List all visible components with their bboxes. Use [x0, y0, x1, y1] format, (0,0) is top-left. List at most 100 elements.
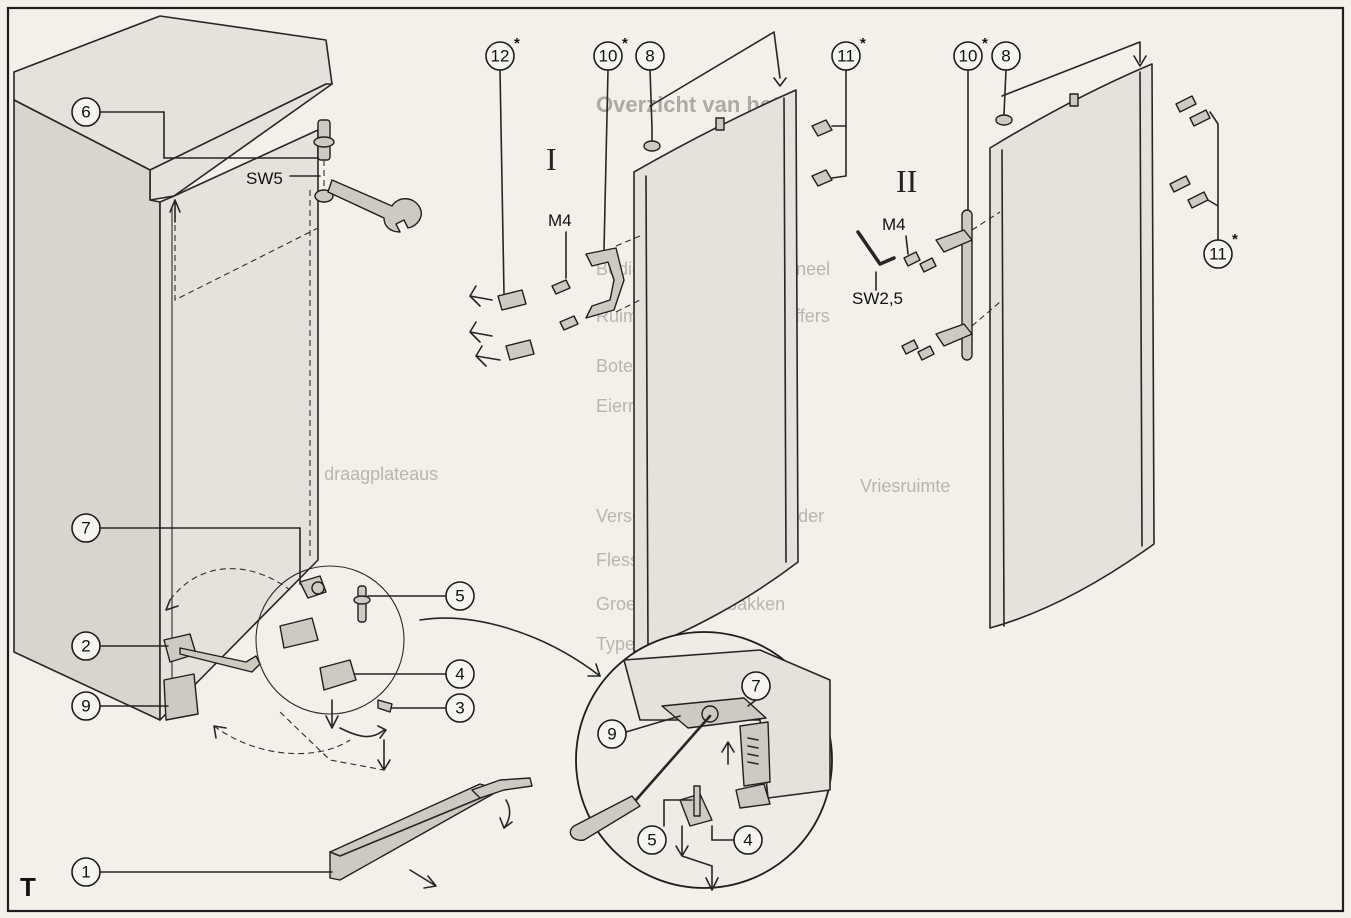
callout-5-number: 5 — [455, 587, 464, 606]
screw-3 — [377, 699, 393, 713]
detail-callout-7-number: 7 — [751, 677, 760, 696]
fastener-lower — [811, 169, 833, 187]
arrow-left-lower — [475, 345, 501, 367]
cabinet-front-face — [159, 129, 319, 721]
door-variant-ii: II M4 SW2,5 — [852, 41, 1155, 629]
cabinet-side-panel — [13, 99, 161, 721]
optional-mark-12: * — [514, 35, 520, 52]
detail-callout-7 — [741, 671, 771, 701]
callout-7 — [71, 513, 101, 543]
detail-callout-5-number: 5 — [647, 831, 656, 850]
kick-plate-cover — [329, 783, 501, 881]
handle-mount-lower — [935, 323, 973, 347]
screw-m4-r4 — [917, 345, 935, 361]
callout-12-number: 12 — [491, 47, 510, 66]
door-cap-8 — [643, 140, 661, 152]
callout-11-left — [831, 41, 861, 71]
callout-11-right-number: 11 — [1209, 245, 1227, 264]
optional-mark-10-left: * — [622, 35, 628, 52]
ghost-line-11: Vriesruimte — [860, 476, 950, 496]
fastener-upper — [811, 119, 833, 137]
hinge-bracket-9 — [163, 673, 199, 721]
cover-cap-upper — [497, 289, 527, 311]
cover-cap-lower — [505, 339, 535, 361]
callout-7-number: 7 — [81, 519, 90, 538]
detail-screwdriver-icon — [569, 795, 641, 841]
detail-pin-5 — [693, 785, 701, 817]
top-hinge-assembly — [313, 119, 422, 233]
variant-label-ii: II — [896, 163, 917, 199]
callout-1-number: 1 — [81, 863, 90, 882]
handle-mount-upper — [935, 229, 973, 253]
wrench-size-label: SW5 — [246, 169, 283, 188]
callout-8-left-number: 8 — [645, 47, 654, 66]
figure-frame — [6, 6, 1345, 913]
wrench-icon — [327, 179, 422, 233]
arrow-left-upper — [469, 285, 493, 307]
callout-4 — [445, 659, 475, 689]
door-cap-8-right — [995, 114, 1013, 126]
callout-11-right — [1203, 239, 1233, 269]
detail-callout-5 — [637, 825, 667, 855]
section-mark-t: T — [20, 872, 36, 902]
left-callouts: 6 SW5 7 2 9 1 5 4 3 T — [20, 97, 475, 902]
callout-3 — [445, 693, 475, 723]
screw-size-label-ii: M4 — [882, 215, 906, 234]
optional-mark-10-right: * — [982, 35, 988, 52]
detail-callout-9 — [597, 719, 627, 749]
pin-r3 — [1169, 175, 1191, 193]
callout-10-right-number: 10 — [959, 47, 978, 66]
callout-6-number: 6 — [81, 103, 90, 122]
callout-4-number: 4 — [455, 665, 464, 684]
callout-8-right-number: 8 — [1001, 47, 1010, 66]
callout-5 — [445, 581, 475, 611]
hex-key-icon — [856, 230, 896, 266]
door-handle-i — [585, 247, 625, 319]
callout-2 — [71, 631, 101, 661]
callout-6 — [71, 97, 101, 127]
callout-9-number: 9 — [81, 697, 90, 716]
screwdriver-small-icon — [471, 777, 533, 799]
hinge-block-mid — [279, 617, 319, 649]
optional-mark-11-right: * — [1232, 231, 1238, 248]
door-outline-dashed — [174, 205, 319, 301]
optional-mark-11-left: * — [860, 35, 866, 52]
detail-foot — [735, 783, 771, 809]
arrow-left-middle — [469, 321, 493, 343]
callout-9 — [71, 691, 101, 721]
door-variant-i: I M4 — [469, 31, 799, 653]
screw-m4-r1 — [903, 251, 921, 267]
callout-11-left-number: 11 — [837, 47, 855, 66]
callout-10-left-number: 10 — [599, 47, 618, 66]
door-panel-i — [633, 89, 799, 653]
pin-r2 — [1189, 109, 1211, 127]
pin-r4 — [1187, 191, 1209, 209]
door-panel-ii — [989, 63, 1155, 629]
right-callouts: 10 * 8 11 * — [953, 35, 1238, 269]
detail-callout-4-number: 4 — [743, 831, 752, 850]
variant-label-i: I — [546, 141, 557, 177]
detail-cabinet-corner — [623, 649, 831, 799]
screw-m4-r2 — [919, 257, 937, 273]
middle-callouts: 12 * 10 * 8 — [485, 35, 665, 295]
hinge-detail-circle — [255, 565, 405, 715]
screw-m4-upper — [551, 279, 571, 295]
lower-hinge-parts — [163, 565, 601, 771]
callout-1 — [71, 857, 101, 887]
screw-size-label-i: M4 — [548, 211, 572, 230]
hex-key-size-label: SW2,5 — [852, 289, 903, 308]
pin-r1 — [1175, 95, 1197, 113]
screw-m4-lower — [559, 315, 579, 331]
appliance-cabinet — [13, 15, 333, 721]
detail-callout-4 — [733, 825, 763, 855]
fasteners-11-left: 11 * — [811, 35, 866, 187]
detail-hinge-bushing — [701, 705, 719, 723]
bar-handle — [961, 209, 973, 361]
detail-callout-9-number: 9 — [607, 725, 616, 744]
screw-m4-r3 — [901, 339, 919, 355]
callout-3-number: 3 — [455, 699, 464, 718]
hinge-block-4 — [319, 659, 357, 691]
detail-hinge-bracket — [739, 721, 771, 787]
